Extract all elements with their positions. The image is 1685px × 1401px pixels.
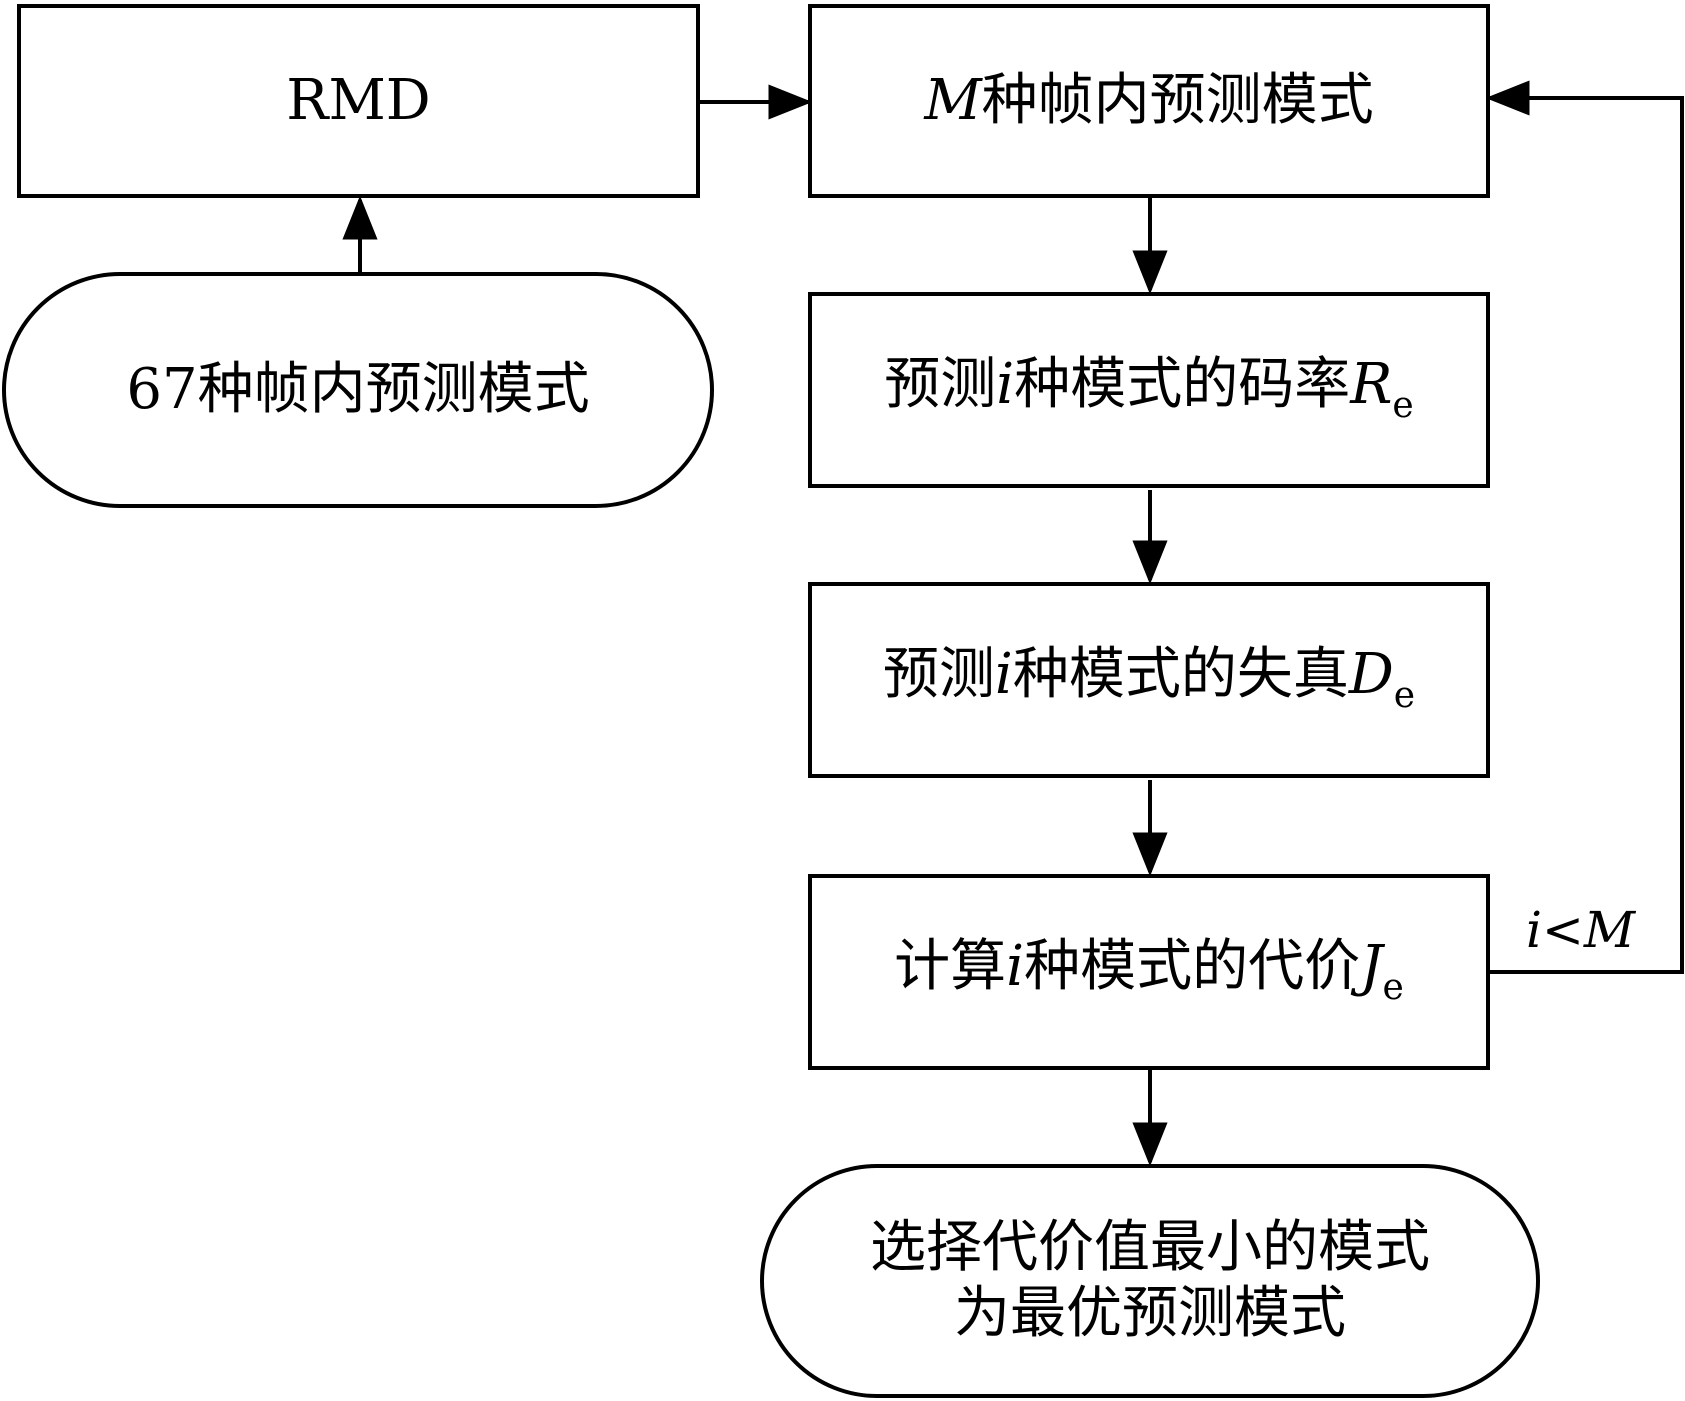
select-line-2: 为最优预测模式 (954, 1281, 1346, 1346)
m-var: M (924, 67, 982, 133)
distortion-prefix: 预测 (882, 642, 995, 708)
rate-prefix: 预测 (884, 352, 997, 418)
rate-symbol: R (1350, 352, 1393, 418)
cost-subscript: e (1382, 967, 1404, 1009)
distortion-text: 种模式的失真 (1012, 642, 1349, 708)
select-terminal: 选择代价值最小的模式 为最优预测模式 (760, 1164, 1540, 1398)
modes-67-terminal: 67种帧内预测模式 (2, 272, 714, 508)
cost-symbol: J (1360, 934, 1383, 1000)
loop-operator: < (1542, 901, 1584, 959)
loop-var-i: i (1526, 901, 1542, 959)
loop-var-m: M (1583, 901, 1636, 959)
m-modes-label: 种帧内预测模式 (981, 67, 1374, 133)
cost-box: 计算i种模式的代价Je (808, 874, 1490, 1070)
distortion-box: 预测i种模式的失真De (808, 582, 1490, 778)
distortion-subscript: e (1393, 675, 1416, 717)
rmd-label: RMD (286, 67, 431, 133)
select-line-1: 选择代价值最小的模式 (870, 1214, 1430, 1280)
cost-prefix: 计算 (894, 934, 1007, 1000)
distortion-symbol: D (1348, 642, 1394, 708)
modes-67-label: 67种帧内预测模式 (126, 356, 590, 422)
cost-text: 种模式的代价 (1024, 934, 1361, 1000)
rate-box: 预测i种模式的码率Re (808, 292, 1490, 488)
m-modes-box: M种帧内预测模式 (808, 4, 1490, 198)
loop-condition-label: i<M (1526, 905, 1635, 955)
cost-var-i: i (1006, 934, 1025, 1000)
distortion-var-i: i (994, 642, 1013, 708)
rate-subscript: e (1392, 385, 1414, 427)
arrow-loop-cost-to-m-modes (1485, 80, 1684, 974)
rate-text: 种模式的码率 (1014, 352, 1351, 418)
rate-var-i: i (996, 352, 1015, 418)
rmd-box: RMD (17, 4, 700, 198)
